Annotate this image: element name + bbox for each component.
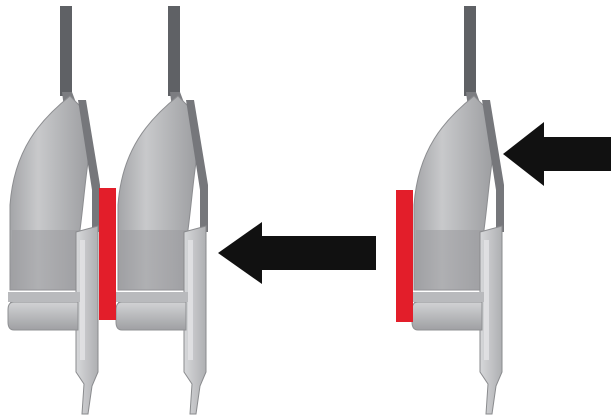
red-spacer-2 xyxy=(396,190,413,322)
clip-part-2 xyxy=(115,5,209,415)
clip-part-3 xyxy=(411,5,505,415)
red-spacer-1 xyxy=(99,188,116,320)
left-arrow-icon xyxy=(503,122,611,186)
clip-part-1 xyxy=(7,5,101,415)
left-arrow-icon xyxy=(218,222,376,284)
